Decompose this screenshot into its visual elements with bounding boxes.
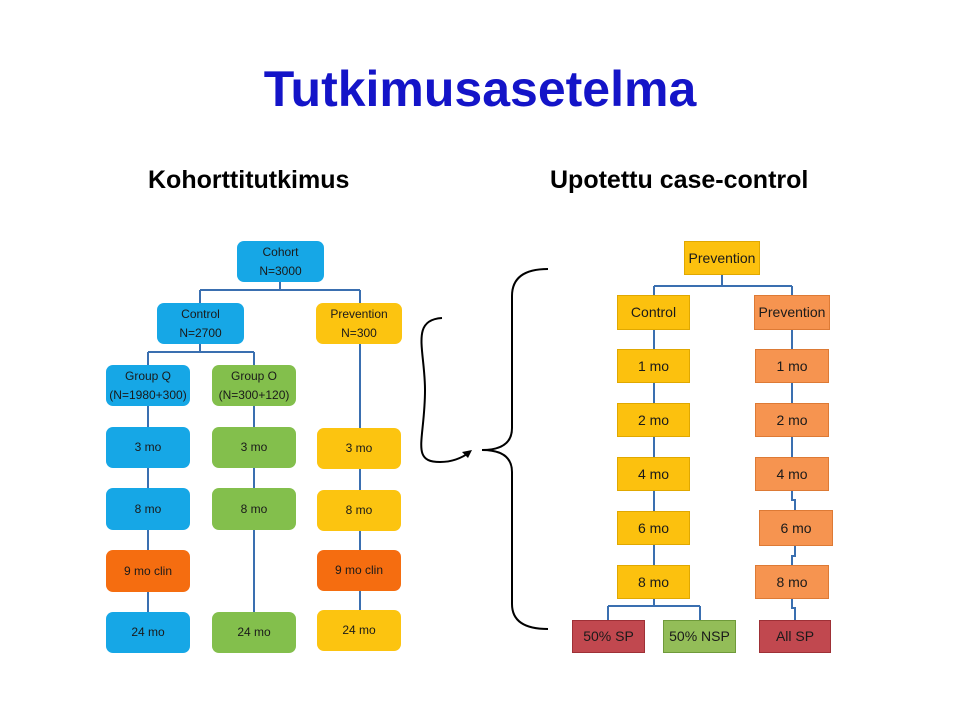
cc-control-timepoint: 2 mo: [617, 403, 690, 437]
cc-prevention-timepoint: 8 mo: [755, 565, 829, 599]
bracket: [481, 268, 549, 630]
cc-prevention-timepoint: 1 mo: [755, 349, 829, 383]
cohort-prevention-n: N=300: [341, 325, 377, 340]
outcome-50-nsp: 50% NSP: [663, 620, 736, 653]
right-heading: Upotettu case-control: [550, 166, 809, 194]
cohort-root-label: Cohort: [262, 244, 299, 259]
group-o-timepoint: 8 mo: [212, 488, 296, 530]
cohort-control-label: Control: [181, 306, 220, 321]
group-q-label: Group Q: [124, 368, 172, 383]
cohort-root-box: Cohort N=3000: [237, 241, 324, 282]
group-o-label: Group O: [230, 368, 278, 383]
cc-control-timepoint: 4 mo: [617, 457, 690, 491]
cc-control-timepoint: 1 mo: [617, 349, 690, 383]
cc-prevention-timepoint: 2 mo: [755, 403, 829, 437]
cohort-prevention-label: Prevention: [330, 306, 388, 321]
prevention-timepoint: 3 mo: [317, 428, 401, 469]
group-q-timepoint: 8 mo: [106, 488, 190, 530]
cc-root-box: Prevention: [684, 241, 760, 275]
cc-prevention-timepoint: 6 mo: [759, 510, 833, 546]
cc-control-timepoint: 8 mo: [617, 565, 690, 599]
cc-connector: [791, 599, 796, 620]
outcome-all-sp: All SP: [759, 620, 831, 653]
group-o-timepoint: 24 mo: [212, 612, 296, 653]
group-q-timepoint: 24 mo: [106, 612, 190, 653]
cc-control-timepoint: 6 mo: [617, 511, 690, 545]
left-heading: Kohorttitutkimus: [148, 166, 350, 194]
slide-title: Tutkimusasetelma: [263, 61, 697, 117]
cc-prevention-timepoint: 4 mo: [755, 457, 829, 491]
outcome-50-sp: 50% SP: [572, 620, 645, 653]
arrow-head: [462, 450, 472, 458]
group-q-box: Group Q (N=1980+300): [106, 365, 190, 406]
cohort-prevention-box: Prevention N=300: [316, 303, 402, 344]
curved-arrow: [420, 317, 471, 464]
cc-prevention-box: Prevention: [754, 295, 830, 330]
group-o-box: Group O (N=300+120): [212, 365, 296, 406]
cohort-control-n: N=2700: [179, 325, 222, 340]
prevention-timepoint: 8 mo: [317, 490, 401, 531]
prevention-timepoint: 24 mo: [317, 610, 401, 651]
cohort-root-n: N=3000: [259, 263, 302, 278]
group-q-timepoint: 3 mo: [106, 427, 190, 468]
cc-control-box: Control: [617, 295, 690, 330]
cc-connector: [791, 491, 796, 510]
group-o-timepoint: 3 mo: [212, 427, 296, 468]
group-q-n: (N=1980+300): [109, 387, 187, 402]
group-q-clinical-timepoint: 9 mo clin: [106, 550, 190, 592]
prevention-clinical-timepoint: 9 mo clin: [317, 550, 401, 591]
cc-connector: [791, 546, 796, 565]
group-o-n: (N=300+120): [218, 387, 290, 402]
cohort-control-box: Control N=2700: [157, 303, 244, 344]
